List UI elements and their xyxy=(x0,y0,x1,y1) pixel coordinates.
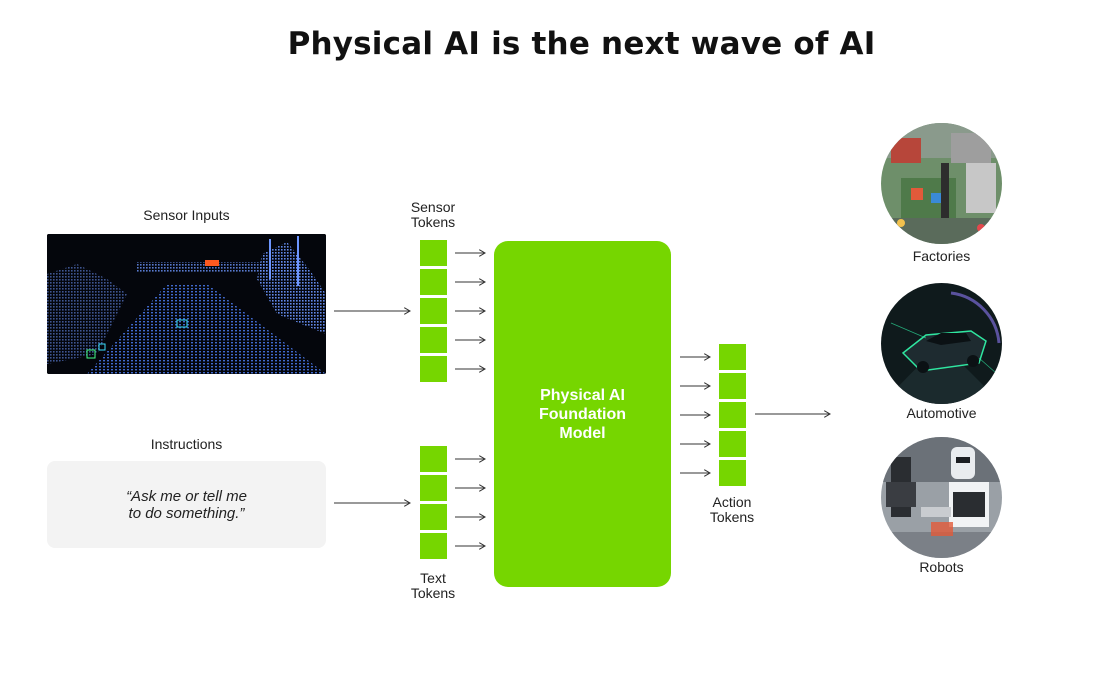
car-scene-icon xyxy=(881,283,1002,404)
action-token xyxy=(719,344,746,370)
sensor-token xyxy=(420,298,447,324)
sensor-token xyxy=(420,327,447,353)
sensor-tokens-label: Sensor Tokens xyxy=(410,199,456,230)
robot-scene-image xyxy=(881,437,1002,558)
car-scene-image xyxy=(881,283,1002,404)
text-token xyxy=(420,446,447,472)
foundation-model-label: Physical AI Foundation Model xyxy=(538,386,627,442)
foundation-model-block: Physical AI Foundation Model xyxy=(494,241,671,587)
action-token xyxy=(719,402,746,428)
robot-scene-icon xyxy=(881,437,1002,558)
text-tokens-label: Text Tokens xyxy=(410,570,456,601)
output-label-factories: Factories xyxy=(912,248,971,264)
page-title: Physical AI is the next wave of AI xyxy=(287,26,876,62)
factory-scene-image xyxy=(881,123,1002,244)
lidar-point-cloud-image xyxy=(47,234,326,374)
lidar-point-cloud-icon xyxy=(47,234,326,374)
sensor-inputs-label: Sensor Inputs xyxy=(143,207,230,223)
text-token xyxy=(420,533,447,559)
text-token xyxy=(420,504,447,530)
action-token xyxy=(719,431,746,457)
instruction-prompt-box: “Ask me or tell me to do something.” xyxy=(47,461,326,548)
sensor-token xyxy=(420,356,447,382)
factory-scene-icon xyxy=(881,123,1002,244)
sensor-token xyxy=(420,240,447,266)
action-token xyxy=(719,460,746,486)
instruction-prompt-text: “Ask me or tell me to do something.” xyxy=(126,487,247,522)
text-token xyxy=(420,475,447,501)
sensor-token xyxy=(420,269,447,295)
output-label-robots: Robots xyxy=(919,559,964,575)
instructions-label: Instructions xyxy=(150,436,223,452)
action-token xyxy=(719,373,746,399)
output-label-automotive: Automotive xyxy=(906,405,977,421)
action-tokens-label: Action Tokens xyxy=(709,494,755,525)
